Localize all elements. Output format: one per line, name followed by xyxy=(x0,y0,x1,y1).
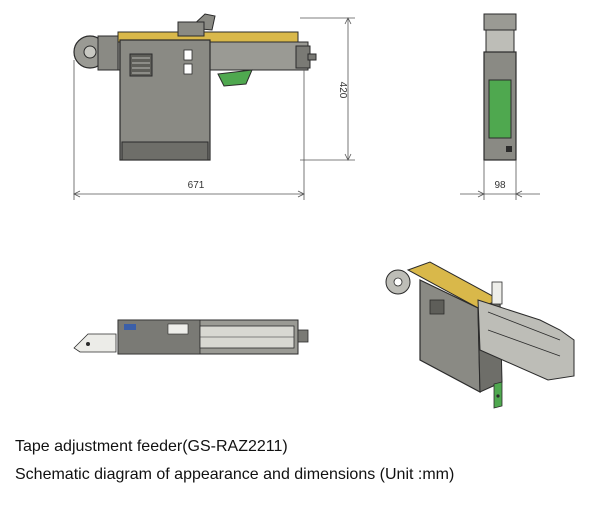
width-label: 98 xyxy=(494,180,506,191)
side-view: 98 xyxy=(460,13,540,200)
length-dimension xyxy=(73,60,305,200)
isometric-view xyxy=(385,261,575,409)
caption-title: Tape adjustment feeder(GS-RAZ2211) xyxy=(15,438,288,455)
feeder-drawing: 420 671 98 xyxy=(73,13,575,409)
front-view: 420 671 xyxy=(73,13,355,200)
fan-grille xyxy=(129,53,153,77)
green-panel xyxy=(488,79,512,139)
height-label: 420 xyxy=(337,82,348,99)
caption-subtitle: Schematic diagram of appearance and dime… xyxy=(15,466,455,483)
length-label: 671 xyxy=(188,180,205,191)
top-view xyxy=(73,319,309,355)
height-dimension xyxy=(300,17,355,161)
width-dimension xyxy=(460,160,540,200)
